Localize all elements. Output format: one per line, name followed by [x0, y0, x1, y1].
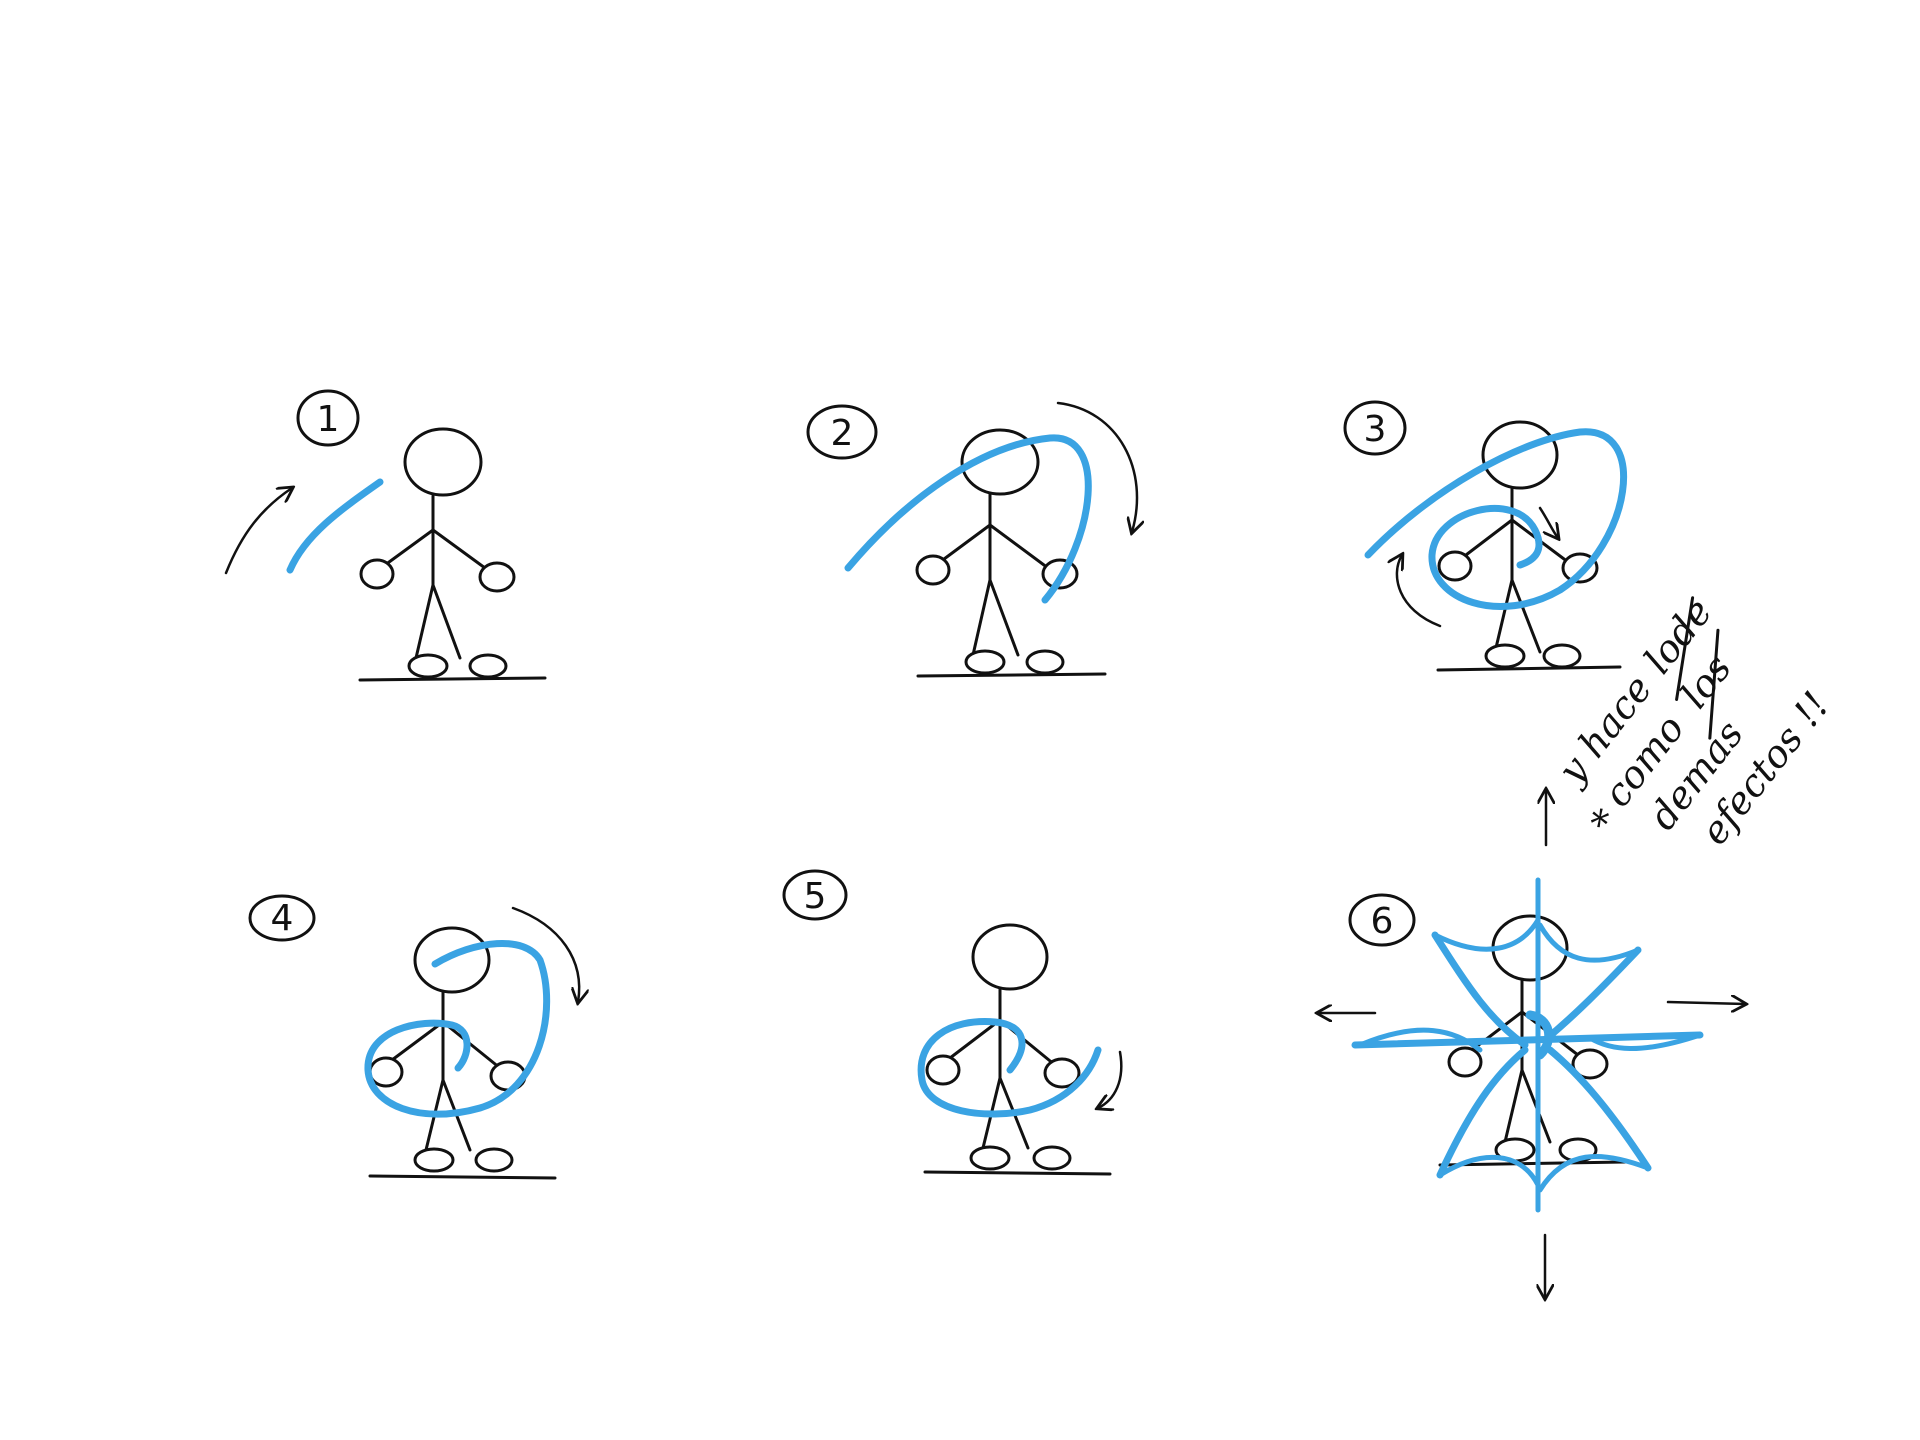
energy-spiral — [364, 940, 551, 1118]
stick-figure — [368, 926, 557, 1180]
panel-2: 2 — [806, 401, 1137, 678]
step-number-6: 6 — [1348, 893, 1416, 947]
energy-arc — [844, 434, 1092, 604]
panel-1: 1 — [224, 389, 547, 682]
motion-arrow — [511, 906, 579, 1002]
stick-figure — [1436, 420, 1622, 672]
stick-figure — [915, 428, 1107, 678]
svg-text:5: 5 — [804, 876, 827, 917]
motion-arrow — [1397, 555, 1442, 628]
arrow-right — [1666, 1002, 1745, 1004]
panel-4: 4 — [248, 894, 579, 1180]
handwritten-note: * y hace lode como los demas efectos !! — [1548, 590, 1838, 853]
energy-slash — [286, 478, 384, 574]
step-number-3: 3 — [1343, 400, 1407, 456]
step-number-4: 4 — [248, 894, 316, 942]
stick-figure — [923, 923, 1112, 1176]
motion-arrow — [1538, 506, 1558, 538]
step-number-1: 1 — [296, 389, 360, 447]
svg-text:3: 3 — [1364, 409, 1387, 450]
energy-spiral — [1364, 428, 1627, 610]
energy-burst — [1351, 877, 1704, 1213]
strike-line — [1708, 628, 1720, 740]
panel-3: 3 — [1343, 400, 1627, 672]
svg-text:4: 4 — [271, 898, 294, 939]
motion-arrow — [224, 488, 292, 575]
svg-text:6: 6 — [1371, 901, 1394, 942]
motion-arrow — [1098, 1050, 1123, 1108]
motion-arrow — [1056, 401, 1137, 532]
svg-text:1: 1 — [317, 399, 340, 440]
svg-text:2: 2 — [831, 413, 854, 454]
strike-line — [1675, 596, 1695, 701]
step-number-5: 5 — [782, 869, 848, 921]
energy-ring — [917, 1018, 1102, 1118]
stick-figure — [358, 427, 547, 682]
panel-6: 6 — [1318, 790, 1745, 1298]
step-number-2: 2 — [806, 404, 878, 460]
panel-5: 5 — [782, 869, 1123, 1176]
